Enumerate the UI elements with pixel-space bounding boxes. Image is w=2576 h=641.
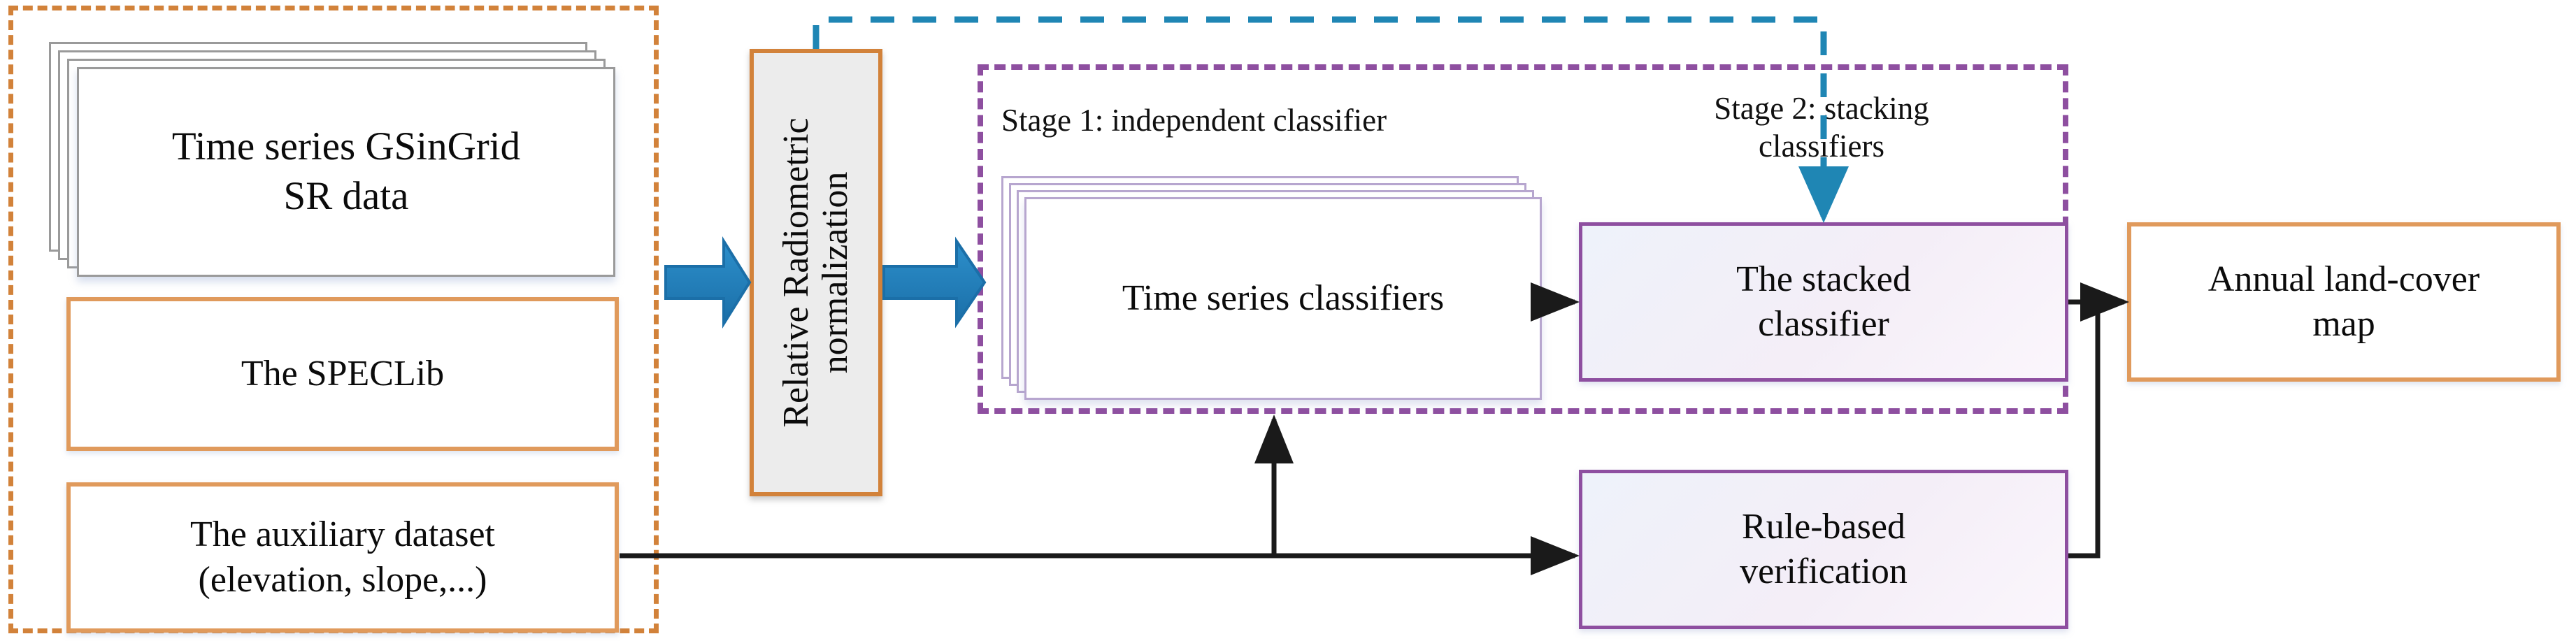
normalization-label: Relative Radiometric normalization bbox=[775, 91, 855, 454]
arrow-data-to-normalization-icon bbox=[664, 236, 752, 329]
time-series-data-label-line2: SR data bbox=[283, 174, 409, 218]
auxiliary-dataset-label-line1: The auxiliary dataset bbox=[189, 514, 496, 555]
rule-based-verification-label-line2: verification bbox=[1740, 552, 1908, 591]
time-series-classifiers-box[interactable]: Time series classifiers bbox=[1024, 197, 1542, 400]
auxiliary-dataset-box[interactable]: The auxiliary dataset (elevation, slope,… bbox=[66, 482, 619, 633]
time-series-classifiers-label: Time series classifiers bbox=[1122, 278, 1445, 318]
time-series-classifiers-card-stack[interactable]: Time series classifiers bbox=[1001, 176, 1554, 407]
annual-land-cover-map-label-line1: Annual land-cover bbox=[2208, 259, 2480, 299]
rule-based-verification-box[interactable]: Rule-based verification bbox=[1579, 470, 2068, 629]
annual-land-cover-map-label-line2: map bbox=[2312, 304, 2375, 344]
verification-output-riser bbox=[2068, 302, 2101, 559]
stage-2-label: Stage 2: stacking classifiers bbox=[1657, 89, 1986, 165]
stage-2-label-line1: Stage 2: stacking bbox=[1714, 91, 1929, 126]
time-series-data-label-line1: Time series GSinGrid bbox=[171, 124, 521, 169]
normalization-label-line1: Relative Radiometric bbox=[775, 117, 816, 428]
auxiliary-dataset-label-line2: (elevation, slope,...) bbox=[198, 559, 487, 600]
annual-land-cover-map-box[interactable]: Annual land-cover map bbox=[2127, 222, 2561, 382]
stage-2-label-line2: classifiers bbox=[1759, 129, 1884, 164]
speclib-box[interactable]: The SPECLib bbox=[66, 297, 619, 451]
stacked-classifier-label-line2: classifier bbox=[1758, 304, 1889, 344]
relative-radiometric-normalization-box[interactable]: Relative Radiometric normalization bbox=[750, 49, 882, 496]
time-series-data-box[interactable]: Time series GSinGrid SR data bbox=[77, 67, 615, 277]
stacked-classifier-label-line1: The stacked bbox=[1736, 259, 1911, 299]
rule-based-verification-label-line1: Rule-based bbox=[1742, 506, 1905, 547]
stage-1-label: Stage 1: independent classifier bbox=[1001, 103, 1387, 138]
stacked-classifier-box[interactable]: The stacked classifier bbox=[1579, 222, 2068, 382]
speclib-label: The SPECLib bbox=[241, 353, 445, 394]
arrow-normalization-to-classifiers-icon bbox=[882, 236, 987, 329]
normalization-label-line2: normalization bbox=[815, 171, 855, 374]
time-series-data-card-stack[interactable]: Time series GSinGrid SR data bbox=[49, 42, 615, 280]
